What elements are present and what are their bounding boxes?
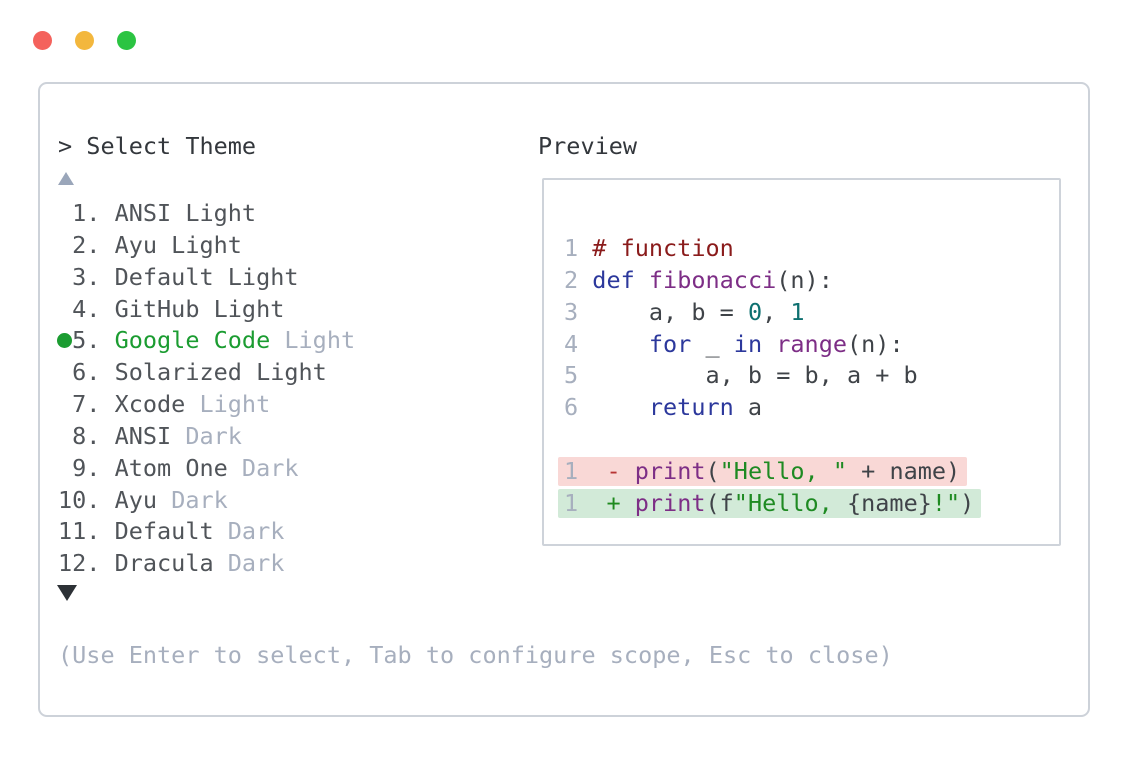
item-variant: Light [185,390,271,419]
code-preview: 1 # function 2 def fibonacci(n): 3 a, b = … [544,180,1059,520]
theme-item-github-light[interactable]: 4. GitHub Light [58,294,355,326]
code-line: 3 a, b = 0, 1 [564,297,805,326]
code-line: 4 for _ in range(n): [564,329,904,358]
item-name: Default Light [114,262,299,291]
diff-highlight: 1 + print(f"Hello, {name}!") [558,488,982,518]
theme-item-ansi-light[interactable]: 1. ANSI Light [58,198,355,230]
diff-added-line: 1 + print(f"Hello, {name}!") [558,488,1059,520]
item-name: Xcode [114,390,186,419]
item-name: Google Code [114,326,271,355]
item-number: 3. [58,262,115,291]
item-variant: Dark [157,485,228,514]
picker-title: > Select Theme [58,132,257,160]
item-number: 9. [58,453,115,482]
theme-item-google-code[interactable]: 5. Google Code Light [57,325,356,357]
scroll-up-icon[interactable] [58,172,74,185]
item-variant: Dark [227,453,299,482]
diff-highlight: 1 - print("Hello, " + name) [558,456,968,486]
item-number: 7. [58,390,115,419]
preview-box: 1 # function 2 def fibonacci(n): 3 a, b = … [542,178,1061,546]
code-line: 2 def fibonacci(n): [564,265,833,294]
theme-item-ayu-light[interactable]: 2. Ayu Light [58,230,355,262]
help-text: (Use Enter to select, Tab to configure s… [58,641,893,669]
line-number: 1 [564,234,593,262]
theme-item-default[interactable]: 11. Default Dark [58,516,355,548]
line-number: 2 [564,265,593,294]
item-name: Atom One [114,453,228,482]
line-number: 1 [564,488,593,517]
code-line: 6 return a [564,393,763,422]
item-name: ANSI [114,421,172,450]
item-variant: Dark [213,549,285,578]
line-number: 4 [564,329,593,358]
item-number: 2. [58,230,115,259]
diff-removed-line: 1 - print("Hello, " + name) [558,456,1059,488]
item-number: 4. [58,294,115,323]
line-number: 6 [564,393,593,422]
theme-item-dracula[interactable]: 12. Dracula Dark [58,548,355,580]
blank-line [564,424,1059,456]
selected-bullet-icon [57,333,72,349]
code-line: 1 # function [564,234,734,262]
close-window-button[interactable] [33,31,52,50]
item-name: Ayu Light [114,230,242,259]
theme-item-default-light[interactable]: 3. Default Light [58,262,355,294]
theme-picker-dialog: > Select Theme 1. ANSI Light 2. Ayu Ligh… [38,82,1090,717]
theme-item-solarized-light[interactable]: 6. Solarized Light [58,357,355,389]
line-number: 5 [564,361,593,390]
item-number: 12. [58,549,115,578]
theme-item-xcode[interactable]: 7. Xcode Light [58,389,355,421]
item-name: Dracula [114,549,214,578]
item-variant: Dark [171,421,242,450]
item-number: 5. [58,326,115,355]
code-line: 5 a, b = b, a + b [564,361,918,390]
scroll-down-icon[interactable] [57,585,77,601]
item-number: 8. [58,421,115,450]
item-number: 10. [58,485,115,514]
line-number: 3 [564,297,593,326]
item-variant: Light [270,326,356,355]
item-name: Ayu [114,485,158,514]
maximize-window-button[interactable] [117,31,136,50]
item-number: 6. [58,358,115,387]
preview-label: Preview [538,132,638,160]
line-number: 1 [564,456,593,485]
theme-list: 1. ANSI Light 2. Ayu Light 3. Default Li… [57,198,356,580]
item-number: 11. [58,517,115,546]
item-number: 1. [58,199,115,227]
item-name: Solarized Light [114,358,327,387]
item-name: GitHub Light [114,294,285,323]
item-variant: Dark [213,517,285,546]
minimize-window-button[interactable] [75,31,94,50]
item-name: ANSI Light [114,199,257,227]
item-name: Default [114,517,214,546]
theme-item-ayu[interactable]: 10. Ayu Dark [58,485,355,517]
theme-item-atom-one[interactable]: 9. Atom One Dark [58,453,355,485]
theme-item-ansi[interactable]: 8. ANSI Dark [58,421,355,453]
